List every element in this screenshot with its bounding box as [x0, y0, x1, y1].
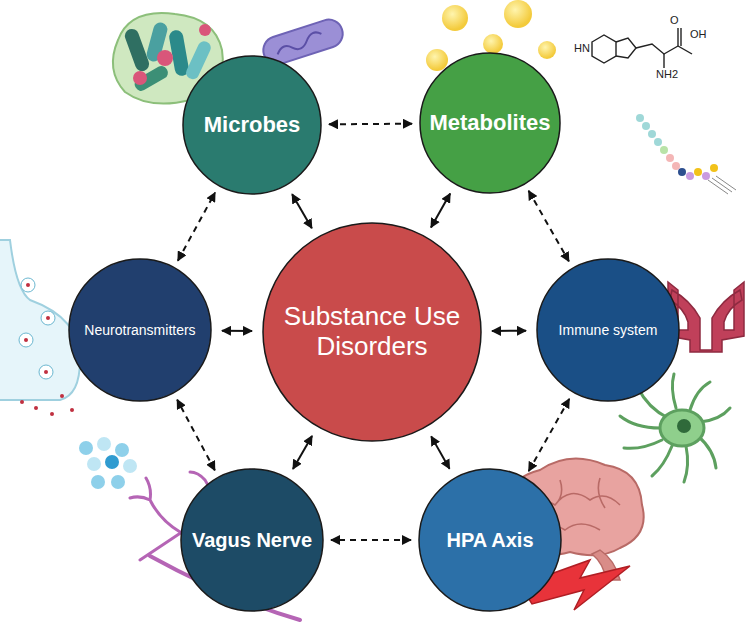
dashed-arrow [178, 193, 215, 261]
neurotransmitter-dots [79, 437, 137, 489]
chemical-atom-label: O [670, 14, 679, 26]
dashed-arrow [529, 399, 570, 471]
antibody-symbol [668, 282, 744, 352]
node-label: Neurotransmitters [84, 322, 195, 338]
solid-arrow [431, 194, 450, 228]
topic-circle: HPA Axis [418, 468, 562, 612]
node-label: Substance Use Disorders [280, 302, 465, 362]
topic-circle: Microbes [182, 55, 322, 195]
node-label: HPA Axis [446, 529, 533, 552]
tryptophan-structure [592, 28, 692, 68]
topic-circle: Vagus Nerve [180, 468, 324, 612]
lipid-chain [636, 114, 736, 194]
node-label: Microbes [204, 112, 301, 137]
solid-arrow [492, 330, 526, 332]
topic-circle: Immune system [536, 258, 680, 402]
solid-arrow [293, 436, 312, 469]
chemical-atom-label: HN [574, 42, 590, 54]
topic-circle: Neurotransmitters [68, 258, 212, 402]
chemical-atom-label: OH [690, 28, 707, 40]
dashed-arrow [329, 123, 412, 126]
synapse-terminal [0, 240, 80, 416]
dashed-arrow [529, 191, 569, 262]
node-label: Vagus Nerve [192, 529, 312, 552]
solid-arrow [431, 436, 449, 468]
node-label: Metabolites [429, 110, 550, 135]
dashed-arrow [331, 539, 411, 541]
solid-arrow [222, 330, 252, 332]
dashed-arrow [177, 400, 215, 471]
topic-circle: Metabolites [419, 52, 561, 194]
solid-arrow [292, 194, 312, 228]
chemical-atom-label: NH2 [656, 68, 678, 80]
node-label: Immune system [559, 322, 658, 338]
central-circle: Substance Use Disorders [262, 222, 482, 442]
